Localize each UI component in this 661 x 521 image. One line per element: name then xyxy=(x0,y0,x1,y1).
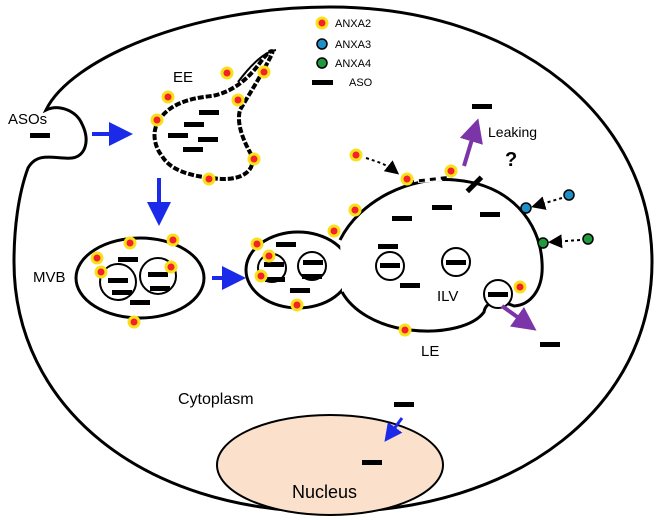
aso-bar xyxy=(302,274,322,279)
aso-bar xyxy=(378,244,398,249)
aso-bar xyxy=(392,216,412,221)
legend-aso-label: ASO xyxy=(349,77,373,89)
aso-bar xyxy=(150,286,170,291)
anxa3-dot xyxy=(520,202,532,214)
anxa2-dot xyxy=(123,236,137,250)
anxa2-dot xyxy=(348,203,362,217)
anxa4-dot xyxy=(537,237,549,249)
aso-bar xyxy=(199,110,219,115)
aso-bar xyxy=(148,272,168,277)
aso-molecules xyxy=(30,104,560,465)
anxa2-dot xyxy=(290,298,304,312)
recruitment-arrows xyxy=(365,157,581,249)
anxa2-dot xyxy=(127,315,141,329)
legend-aso-swatch xyxy=(312,80,333,85)
trafficking-arrows xyxy=(92,122,404,442)
early-endosome-tubule xyxy=(237,49,277,83)
aso-bar xyxy=(362,460,382,465)
aso-bar xyxy=(290,288,310,293)
aso-bar xyxy=(184,122,204,127)
cytoplasm-label: Cytoplasm xyxy=(178,391,254,408)
legend: ANXA2 ANXA3 ANXA4 ASO xyxy=(312,16,373,89)
ilv-release-arrow xyxy=(500,304,537,331)
leaking-label: Leaking xyxy=(488,124,537,140)
anxa2-dot xyxy=(262,249,276,263)
aso-bar xyxy=(480,212,500,217)
aso-bar xyxy=(168,133,188,138)
anxa2-dot xyxy=(90,251,104,265)
legend-anxa2-swatch xyxy=(315,16,329,30)
nuclear-entry-arrow xyxy=(384,417,404,442)
legend-anxa3-swatch xyxy=(316,38,328,50)
question-mark: ? xyxy=(505,149,517,171)
anxa2-dot xyxy=(220,66,234,80)
leaking-arrow xyxy=(459,118,483,167)
anxa2-dot xyxy=(327,224,341,238)
aso-bar xyxy=(380,263,400,268)
early-endosome xyxy=(152,49,275,181)
aso-bar xyxy=(198,137,218,142)
aso-bar xyxy=(183,147,203,152)
aso-bar xyxy=(265,277,285,282)
ee-label: EE xyxy=(173,69,193,86)
anxa2-dot xyxy=(202,172,216,186)
anxa2-dot xyxy=(444,164,458,178)
aso-bar xyxy=(540,342,560,347)
aso-bar xyxy=(276,242,296,247)
anxa2-dot xyxy=(250,237,264,251)
legend-anxa4-label: ANXA4 xyxy=(335,58,371,70)
aso-bar xyxy=(303,260,323,265)
anxa2-dot xyxy=(94,265,108,279)
anxa2-dot xyxy=(513,280,527,294)
legend-anxa3-label: ANXA3 xyxy=(335,39,371,51)
aso-bar xyxy=(394,402,414,407)
aso-bar xyxy=(30,133,50,138)
anxa2-dot xyxy=(150,113,164,127)
leak-arrows xyxy=(459,118,537,331)
mvb-label: MVB xyxy=(33,269,66,286)
anxa2-dot xyxy=(257,65,271,79)
aso-bar xyxy=(488,292,508,297)
aso-bar xyxy=(108,278,128,283)
aso-bar xyxy=(432,205,452,210)
anxa4-recruit-arrow xyxy=(548,234,581,249)
legend-anxa4-swatch xyxy=(316,57,328,69)
asos-label: ASOs xyxy=(8,111,47,128)
fused-ilv-right xyxy=(297,251,327,281)
aso-escaping xyxy=(465,175,484,194)
ilv-label: ILV xyxy=(437,288,458,305)
anxa2-dots xyxy=(90,65,527,337)
nucleus-label: Nucleus xyxy=(292,482,357,502)
anxa3-recruit-arrow xyxy=(531,196,563,210)
anxa2-dot xyxy=(398,323,412,337)
anxa2-dot xyxy=(166,233,180,247)
aso-bar xyxy=(264,262,284,267)
aso-bar xyxy=(446,260,466,265)
anxa2-dot xyxy=(349,148,363,162)
aso-bar xyxy=(118,257,138,262)
membrane-rupture-dash xyxy=(407,175,453,184)
anxa2-dot xyxy=(161,90,175,104)
anxa2-dot xyxy=(164,260,178,274)
anxa2-dot xyxy=(400,172,414,186)
legend-anxa2-label: ANXA2 xyxy=(335,18,371,30)
le-label: LE xyxy=(421,343,439,360)
aso-bar xyxy=(400,283,420,288)
anxa2-dot xyxy=(231,93,245,107)
aso-bar xyxy=(130,300,150,305)
anxa3-dot xyxy=(563,189,575,201)
anxa2-dot xyxy=(247,152,261,166)
anxa4-dot xyxy=(582,233,594,245)
aso-bar xyxy=(112,290,132,295)
anxa2-recruit-arrow xyxy=(365,157,400,175)
aso-bar xyxy=(472,104,492,109)
anxa2-dot xyxy=(254,269,268,283)
